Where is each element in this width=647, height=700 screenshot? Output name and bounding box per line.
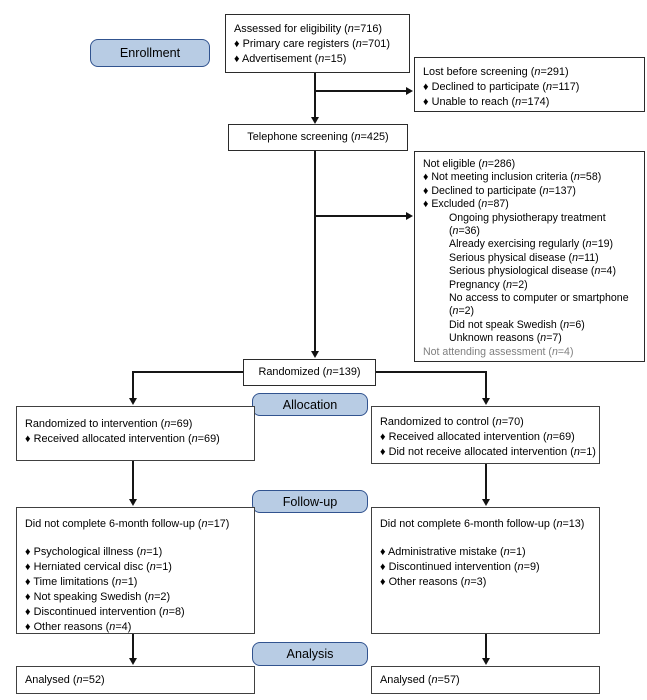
analysed-intervention-title: Analysed (n=52) [25,673,105,686]
arrowhead-right-icon [406,211,413,220]
fu-intervention-item: ♦ Not speaking Swedish (n=2) [25,591,171,603]
flow-line [132,371,134,399]
assessed-item: ♦ Advertisement (n=15) [234,53,347,65]
fu-intervention-item: ♦ Other reasons (n=4) [25,621,132,633]
arrowhead-down-icon [310,351,319,358]
assessed-item: ♦ Primary care registers (n=701) [234,38,390,50]
flow-line [314,90,406,92]
fu-control-item: ♦ Discontinued intervention (n=9) [380,561,540,573]
not-eligible-title: Not eligible (n=286) [423,158,516,170]
alloc-intervention-item: ♦ Received allocated intervention (n=69) [25,433,220,445]
stage-label-allocation-text: Allocation [282,397,338,412]
stage-label-allocation: Allocation [252,393,368,416]
alloc-control-title: Randomized to control (n=70) [380,416,524,428]
alloc-control-item: ♦ Did not receive allocated intervention… [380,446,596,458]
box-allocation-intervention: Randomized to intervention (n=69) ♦ Rece… [16,406,255,461]
flow-line [376,371,486,373]
fu-intervention-item: ♦ Discontinued intervention (n=8) [25,606,185,618]
arrowhead-down-icon [481,658,490,665]
fu-intervention-title: Did not complete 6-month follow-up (n=17… [25,518,230,530]
stage-label-enrollment: Enrollment [90,39,210,67]
flow-line [485,464,487,500]
lost-item: ♦ Declined to participate (n=117) [423,81,580,93]
fu-control-title: Did not complete 6-month follow-up (n=13… [380,518,585,530]
stage-label-followup: Follow-up [252,490,368,513]
randomized-title: Randomized (n=139) [258,366,361,378]
stage-label-analysis: Analysis [252,642,368,666]
not-attending-note: Not attending assessment (n=4) [423,345,574,358]
excluded-reason: (n=2) [449,305,475,318]
not-eligible-item: ♦ Declined to participate (n=137) [423,184,576,197]
fu-intervention-item: ♦ Herniated cervical disc (n=1) [25,561,172,573]
box-analysed-control: Analysed (n=57) [371,666,600,694]
box-lost-before-screening: Lost before screening (n=291) ♦ Declined… [414,57,645,112]
flow-line [485,634,487,659]
box-analysed-intervention: Analysed (n=52) [16,666,255,694]
arrowhead-down-icon [310,117,319,124]
flow-line [132,461,134,500]
fu-control-item: ♦ Other reasons (n=3) [380,576,487,588]
lost-title: Lost before screening (n=291) [423,66,569,78]
excluded-reason: (n=36) [449,225,480,238]
flow-line [314,73,316,118]
arrowhead-down-icon [481,398,490,405]
box-not-eligible: Not eligible (n=286) ♦ Not meeting inclu… [414,151,645,362]
arrowhead-down-icon [128,499,137,506]
not-eligible-item: ♦ Not meeting inclusion criteria (n=58) [423,171,602,184]
box-assessed-eligibility: Assessed for eligibility (n=716) ♦ Prima… [225,14,410,73]
fu-intervention-item: ♦ Psychological illness (n=1) [25,546,163,558]
not-eligible-item: ♦ Excluded (n=87) [423,198,509,211]
excluded-reason: Pregnancy (n=2) [449,278,528,291]
assessed-title: Assessed for eligibility (n=716) [234,23,383,35]
excluded-reason: No access to computer or smartphone [449,292,629,305]
telephone-title: Telephone screening (n=425) [247,131,389,143]
arrowhead-down-icon [128,658,137,665]
flow-line [132,634,134,659]
arrowhead-down-icon [481,499,490,506]
excluded-reason: Did not speak Swedish (n=6) [449,318,585,331]
excluded-reason: Serious physical disease (n=11) [449,251,599,264]
excluded-reason: Serious physiological disease (n=4) [449,265,616,278]
flow-line [132,371,243,373]
excluded-reason: Ongoing physiotherapy treatment [449,211,606,224]
excluded-reason: Already exercising regularly (n=19) [449,238,614,251]
box-allocation-control: Randomized to control (n=70) ♦ Received … [371,406,600,464]
box-telephone-screening: Telephone screening (n=425) [228,124,408,151]
analysed-control-title: Analysed (n=57) [380,673,460,686]
excluded-reason: Unknown reasons (n=7) [449,332,562,345]
flow-line [485,371,487,399]
flow-line [314,215,406,217]
alloc-intervention-title: Randomized to intervention (n=69) [25,418,193,430]
alloc-control-item: ♦ Received allocated intervention (n=69) [380,431,575,443]
stage-label-enrollment-text: Enrollment [119,46,181,60]
fu-intervention-item: ♦ Time limitations (n=1) [25,576,138,588]
lost-item: ♦ Unable to reach (n=174) [423,96,550,108]
box-followup-intervention: Did not complete 6-month follow-up (n=17… [16,507,255,634]
arrowhead-down-icon [128,398,137,405]
box-randomized: Randomized (n=139) [243,359,376,386]
arrowhead-right-icon [406,86,413,95]
stage-label-analysis-text: Analysis [286,647,334,661]
fu-control-item: ♦ Administrative mistake (n=1) [380,546,526,558]
box-followup-control: Did not complete 6-month follow-up (n=13… [371,507,600,634]
stage-label-followup-text: Follow-up [282,494,338,509]
flow-line [314,151,316,352]
